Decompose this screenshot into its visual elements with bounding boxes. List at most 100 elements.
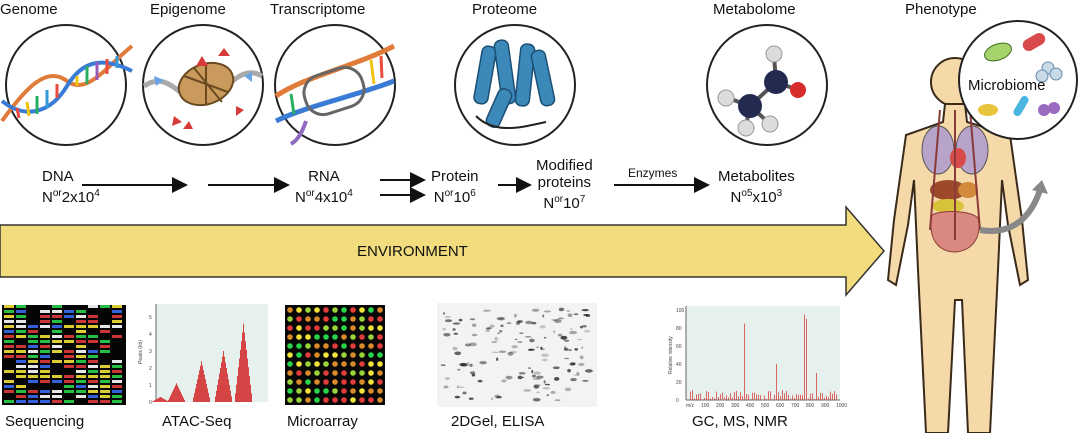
gel-spot [564,357,570,360]
ms-peak-bar [804,314,805,400]
atac-peak-bar [167,400,168,402]
array-spot [314,370,320,376]
gel-band [28,330,38,333]
array-spot [332,397,338,403]
ms-peak-bar [798,394,799,400]
ms-peak-bar [778,392,779,400]
gel-spot [570,378,577,382]
array-spot [323,379,329,385]
array-spot [314,307,320,313]
gel-band [100,400,110,403]
array-spot [332,370,338,376]
gel-band [88,400,98,403]
atac-peak-bar [197,379,198,402]
gel-band [88,335,98,338]
array-spot [296,307,302,313]
gel-band [76,330,86,333]
gel-spot [496,357,499,361]
gel-band [52,400,62,403]
atac-peak-bar [225,362,226,402]
gel-band [16,360,26,363]
array-spot [368,370,374,376]
gel-band [16,355,26,358]
array-spot [359,361,365,367]
gel-spot [453,332,459,335]
atac-peak-bar [216,390,217,402]
gel-spot [567,313,573,318]
atac-peak-bar [251,393,252,402]
gel-spot [500,324,504,328]
gel-band [112,375,122,378]
ms-ytick: 100 [676,308,685,314]
ms-peak-bar [808,398,809,400]
array-spot [350,343,356,349]
ms-peak-bar [788,394,789,400]
gel-band [16,375,26,378]
gel-spot [533,383,542,387]
atac-peak-bar [221,362,222,402]
array-spot [359,325,365,331]
array-spot [368,379,374,385]
gel-band [4,355,14,358]
gel-band [64,340,74,343]
gel-band [76,345,86,348]
atac-peak-bar [241,341,242,402]
array-spot [305,334,311,340]
gel-band [16,310,26,313]
gel-spot [458,318,463,322]
gel-band [76,390,86,393]
gel-spot [543,380,546,384]
atac-peak-bar [198,374,199,402]
gel-spot [479,360,487,365]
atac-peak-bar [194,392,195,402]
gel-spot [541,348,545,351]
gel-band [16,400,26,403]
gel-spot [452,346,458,351]
array-spot [296,379,302,385]
gel-band [40,380,50,383]
gel-spot [457,386,465,388]
ms-ylabel: Relative intensity [668,336,674,374]
gel-spot [542,314,545,318]
gel-spot [553,377,560,381]
ms-peak-bar [732,397,733,400]
atac-peak-bar [243,323,244,402]
gel-band [52,315,62,318]
gel-spot [536,346,540,348]
gel-spot [497,317,506,321]
ms-peak-bar [770,391,771,400]
array-spot [341,397,347,403]
array-spot [350,352,356,358]
gel-spot [524,335,532,338]
gel-band [4,370,14,373]
ms-peak-bar [730,393,731,400]
array-spot [350,361,356,367]
gel-spot [511,345,518,349]
array-spot [359,379,365,385]
atac-peak-bar [169,397,170,402]
protein-helix-icon [473,39,556,130]
caption-atac-seq: ATAC-Seq [162,413,232,430]
array-spot [287,343,293,349]
protein-structure-circle [454,24,576,146]
atac-peak-bar [164,399,165,402]
array-spot [314,325,320,331]
gel-spot [464,343,472,347]
gel-band [112,320,122,323]
array-spot [368,325,374,331]
atac-peak-bar [236,384,237,402]
gel-band [76,360,86,363]
ms-peak-bar [794,397,795,400]
gel-band [64,355,74,358]
array-spot [287,325,293,331]
gel-spot [519,332,524,335]
gel-band [64,310,74,313]
gel-band [76,335,86,338]
gel-band [64,375,74,378]
gel-band [112,325,122,328]
atac-peak-bar [203,370,204,402]
atac-ytick: 2 [149,366,152,372]
gel-band [100,345,110,348]
gel-spot [471,333,478,337]
atac-peak-bar [170,395,171,402]
